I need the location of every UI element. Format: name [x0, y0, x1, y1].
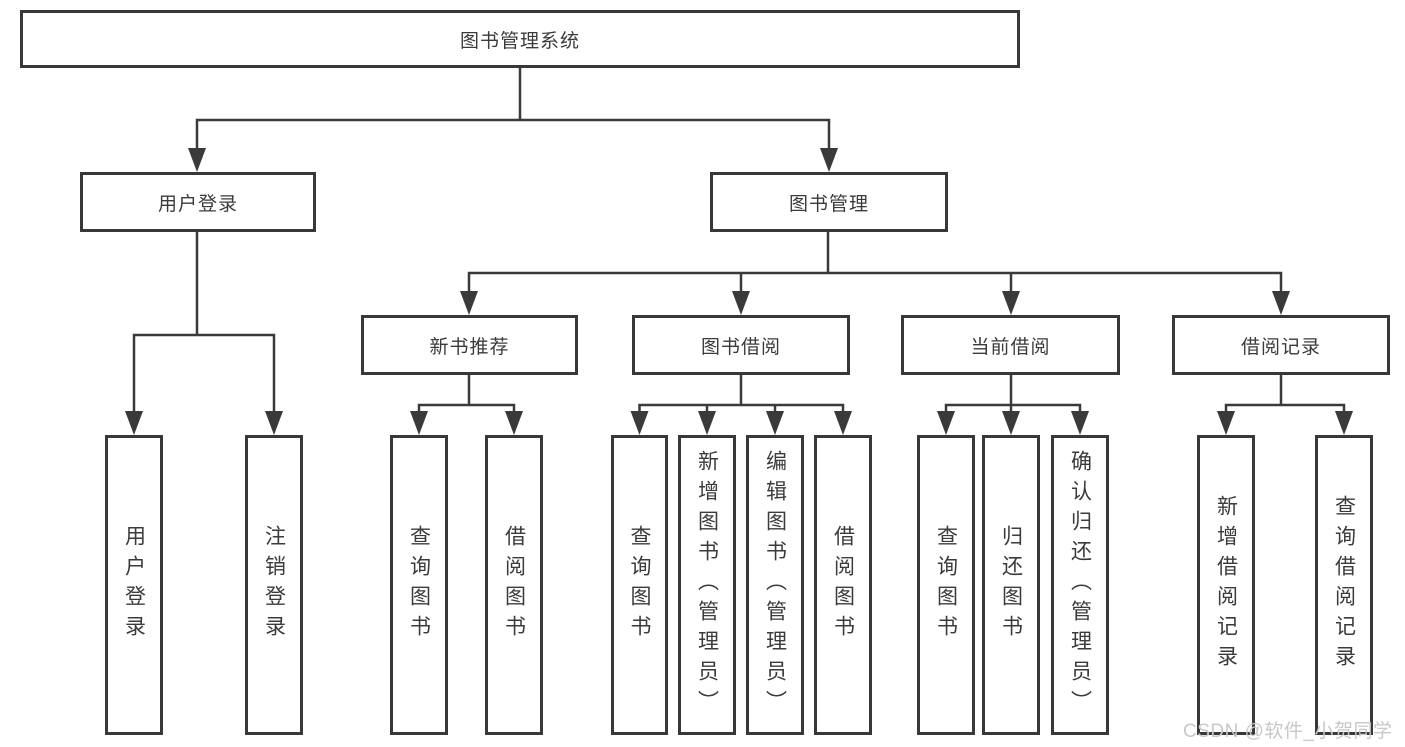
leaf-borrow-books-borrowing-label: 借阅图书	[831, 525, 855, 645]
node-current-borrowing-label: 当前借阅	[970, 336, 1051, 358]
node-user-login-label: 用户登录	[157, 193, 238, 215]
node-new-book-recommend-label: 新书推荐	[429, 336, 510, 358]
leaf-query-books-current-label: 查询图书	[934, 525, 958, 645]
leaf-logout: 注销登录	[245, 435, 303, 735]
node-user-login: 用户登录	[80, 172, 316, 232]
leaf-return-books-label: 归还图书	[999, 525, 1023, 645]
node-current-borrowing: 当前借阅	[901, 315, 1120, 375]
leaf-borrow-books-recommend: 借阅图书	[485, 435, 543, 735]
leaf-query-books-recommend: 查询图书	[390, 435, 448, 735]
leaf-confirm-return-admin-label: 确认归还︵管理员︶	[1068, 450, 1092, 720]
leaf-query-books-current: 查询图书	[917, 435, 975, 735]
leaf-user-login: 用户登录	[105, 435, 163, 735]
leaf-edit-books-admin-label: 编辑图书︵管理员︶	[763, 450, 787, 720]
leaf-borrow-books-recommend-label: 借阅图书	[502, 525, 526, 645]
csdn-watermark: CSDN @软件_小贺同学	[1183, 721, 1393, 742]
node-borrowing-records-label: 借阅记录	[1240, 336, 1321, 358]
leaf-edit-books-admin: 编辑图书︵管理员︶	[746, 435, 804, 735]
leaf-confirm-return-admin: 确认归还︵管理员︶	[1051, 435, 1109, 735]
node-book-borrowing: 图书借阅	[632, 315, 850, 375]
leaf-query-books-recommend-label: 查询图书	[407, 525, 431, 645]
leaf-borrow-books-borrowing: 借阅图书	[814, 435, 872, 735]
leaf-add-books-admin: 新增图书︵管理员︶	[678, 435, 736, 735]
leaf-add-books-admin-label: 新增图书︵管理员︶	[695, 450, 719, 720]
node-system-root-label: 图书管理系统	[459, 30, 580, 52]
leaf-logout-label: 注销登录	[262, 525, 286, 645]
node-book-borrowing-label: 图书借阅	[700, 336, 781, 358]
node-new-book-recommend: 新书推荐	[361, 315, 578, 375]
node-book-management-label: 图书管理	[788, 193, 869, 215]
leaf-query-borrow-record: 查询借阅记录	[1315, 435, 1373, 735]
leaf-user-login-label: 用户登录	[122, 525, 146, 645]
leaf-query-borrow-record-label: 查询借阅记录	[1332, 495, 1356, 675]
leaf-add-borrow-record-label: 新增借阅记录	[1214, 495, 1238, 675]
node-system-root: 图书管理系统	[20, 10, 1020, 68]
node-borrowing-records: 借阅记录	[1172, 315, 1390, 375]
leaf-query-books-borrowing: 查询图书	[611, 435, 668, 735]
leaf-return-books: 归还图书	[982, 435, 1040, 735]
leaf-query-books-borrowing-label: 查询图书	[628, 525, 651, 645]
node-book-management: 图书管理	[710, 172, 948, 232]
leaf-add-borrow-record: 新增借阅记录	[1197, 435, 1255, 735]
